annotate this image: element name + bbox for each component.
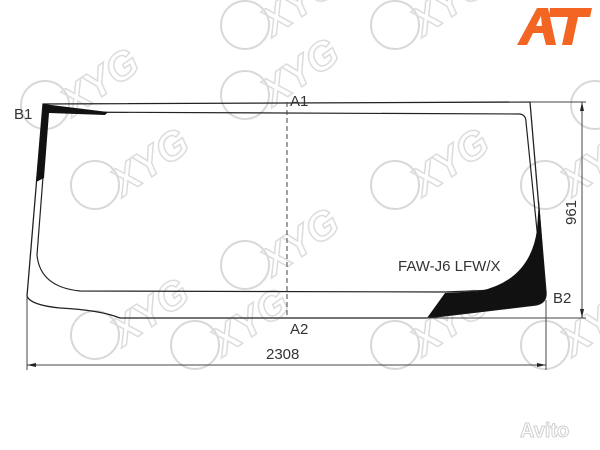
watermark-circle [220, 0, 270, 50]
ceramic-print-top-left [36, 104, 108, 182]
watermark-circle [520, 160, 570, 210]
avito-watermark: Avito [520, 420, 569, 442]
width-value: 2308 [266, 346, 299, 363]
watermark-circle [570, 80, 600, 130]
at-logo: AT [517, 8, 592, 45]
height-value: 961 [563, 200, 580, 225]
label-a2: A2 [290, 321, 308, 338]
watermark-circle [170, 320, 220, 370]
watermark-circle [370, 320, 420, 370]
watermark-brand: XYG [401, 120, 497, 206]
watermark-circle [370, 160, 420, 210]
label-a1: A1 [290, 93, 308, 110]
watermark-brand: XYG [101, 270, 197, 356]
arrow-left [27, 363, 36, 367]
watermark-circle [220, 70, 270, 120]
watermark-brand: XYG [551, 120, 600, 206]
watermark-circle [220, 240, 270, 290]
label-b2: B2 [553, 290, 571, 307]
arrow-top [580, 102, 584, 111]
arrow-bottom [580, 309, 584, 318]
watermark-circle [70, 160, 120, 210]
model-code: FAW-J6 LFW/X [398, 258, 501, 275]
label-b1: B1 [14, 106, 32, 123]
ceramic-print-bottom-right [427, 200, 547, 318]
watermark-circle [370, 0, 420, 50]
watermark-brand: XYG [251, 200, 347, 286]
watermark-circle [520, 320, 570, 370]
watermark-brand: XYG [101, 120, 197, 206]
arrow-right [537, 363, 546, 367]
